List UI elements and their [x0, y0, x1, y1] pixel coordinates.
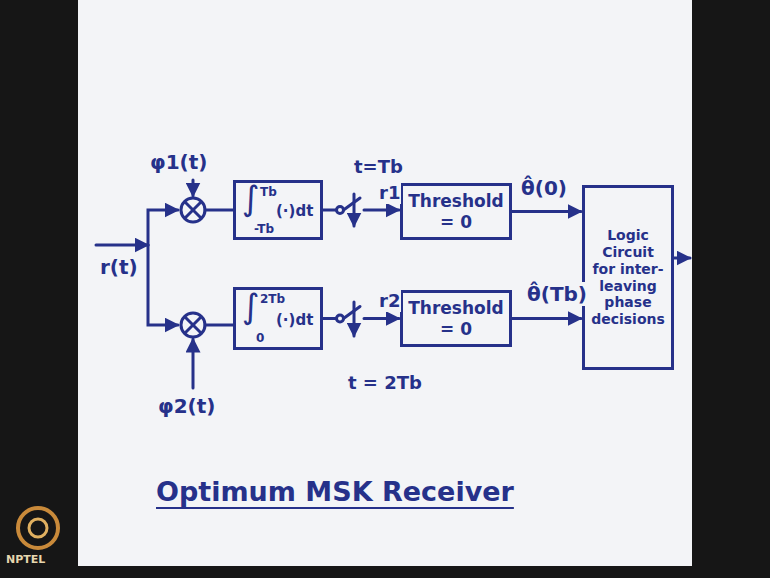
sampling-time: t = 2Tb — [348, 372, 422, 394]
integrator-box: ∫2Tb 0 (·)dt — [233, 287, 323, 350]
sampler-arrow — [353, 194, 356, 226]
signal-name: φ2(t) — [158, 394, 215, 418]
multiplier-symbol — [185, 317, 201, 333]
signal-label: θ̂(Tb) — [526, 282, 588, 306]
logo-core — [29, 519, 47, 537]
signal-label: r2 — [378, 290, 401, 312]
signal-name: φ1(t) — [150, 150, 207, 174]
multiplier-symbol — [181, 198, 205, 222]
integral-text: (·)dt — [276, 203, 313, 220]
paper-sheet — [78, 0, 692, 566]
wires — [18, 180, 690, 548]
logic-circuit-box: Logic Circuit for inter-leaving phase de… — [582, 185, 674, 370]
signal-connector — [512, 210, 581, 213]
integral-text: -Tb — [254, 223, 274, 236]
signal-label: θ̂(0) — [520, 176, 568, 200]
caption: Optimum MSK Receiver — [156, 476, 514, 507]
integral-text: Tb — [260, 186, 277, 199]
box-text: Logic Circuit for inter-leaving phase de… — [590, 227, 666, 328]
threshold-box: Threshold = 0 — [400, 290, 512, 347]
sampler-arrow — [353, 302, 356, 336]
wire — [205, 209, 233, 212]
logo-ring — [18, 508, 58, 548]
signal-name: r(t) — [100, 255, 138, 279]
integral-text: 2Tb — [260, 293, 285, 306]
split-wire — [148, 210, 178, 245]
signal-connector — [512, 317, 581, 320]
watermark: NPTEL — [6, 553, 45, 566]
split-wire — [148, 245, 178, 325]
multiplier-symbol — [185, 317, 201, 333]
wire — [205, 324, 233, 327]
sampling-time: t=Tb — [354, 156, 403, 178]
integrator-box: ∫Tb -Tb(·)dt — [233, 180, 323, 240]
integral-sign: ∫ — [242, 288, 260, 325]
integral-text: 0 — [256, 332, 264, 345]
multiplier-symbol — [185, 202, 201, 218]
multiplier-symbol — [181, 313, 205, 337]
box-text: Threshold = 0 — [408, 298, 504, 339]
output-wire — [674, 257, 690, 260]
integral-text: (·)dt — [276, 312, 313, 329]
box-text: Threshold = 0 — [408, 191, 504, 232]
reference-wire — [192, 339, 195, 388]
multiplier-symbol — [185, 202, 201, 218]
reference-wire — [192, 180, 195, 196]
signal-label: r1 — [378, 182, 401, 204]
input-wire — [96, 244, 148, 247]
threshold-box: Threshold = 0 — [400, 183, 512, 240]
integral-sign: ∫ — [242, 180, 260, 217]
